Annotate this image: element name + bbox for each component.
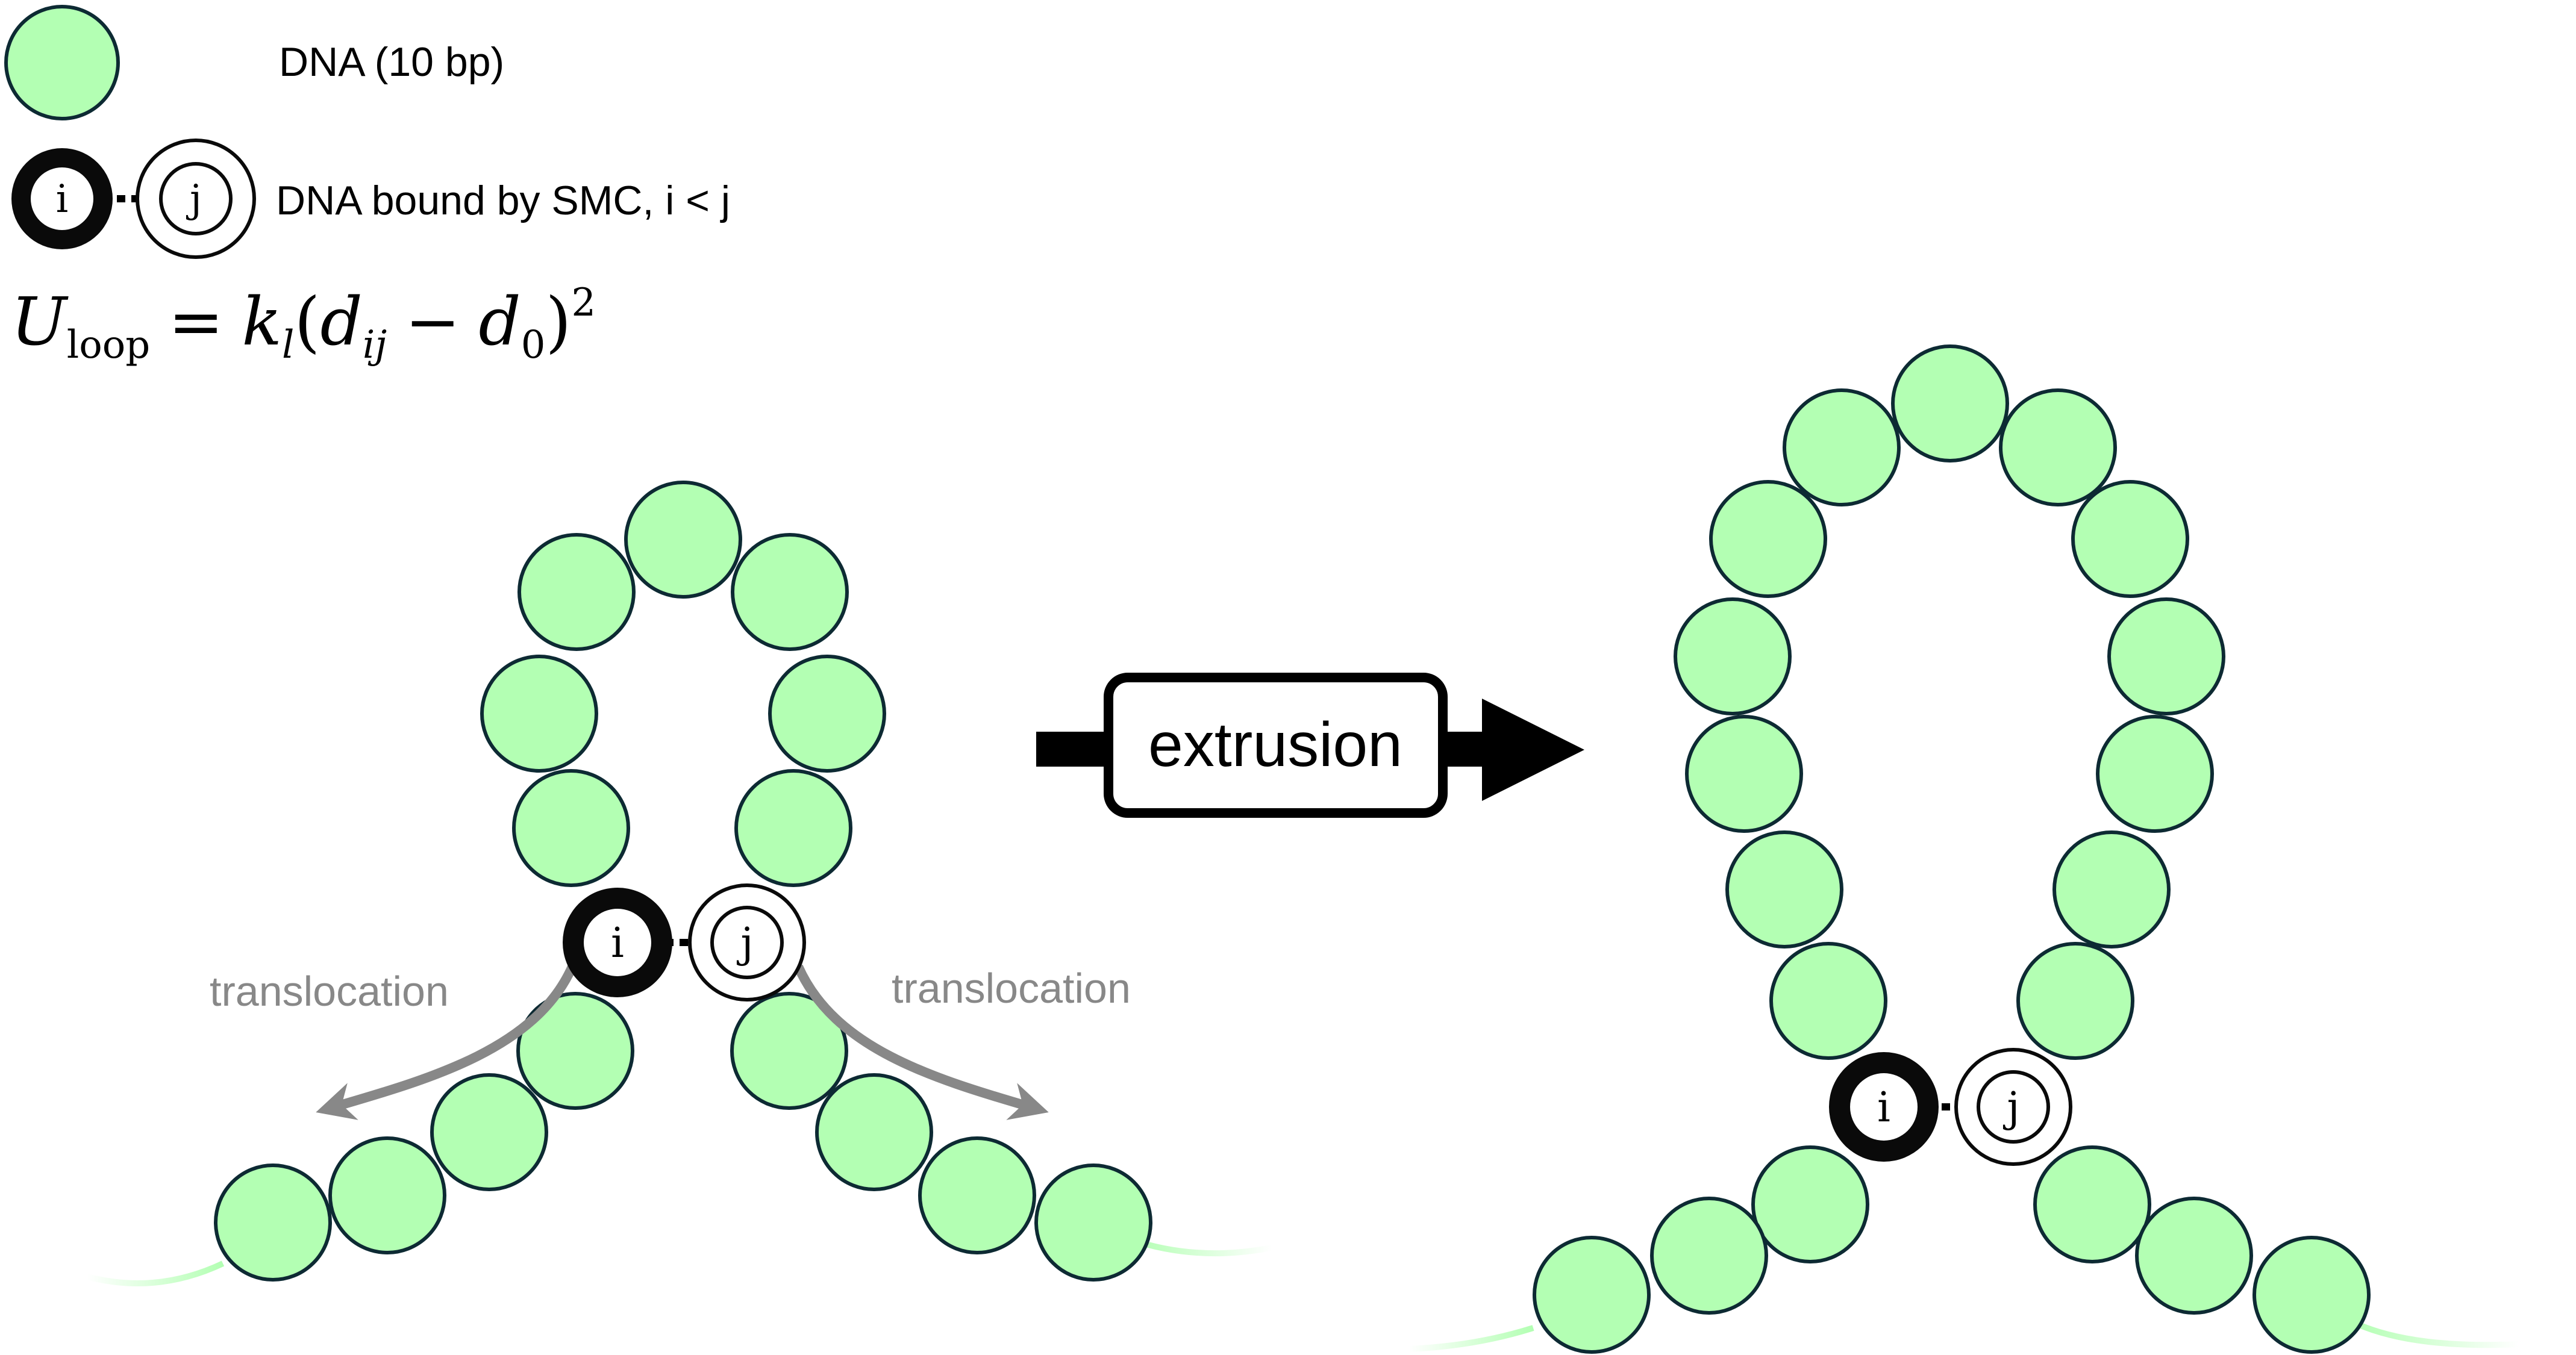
legend-i-symbol: i [56,177,68,222]
eq-U: U [11,283,69,360]
dna-bead [731,533,849,651]
dna-bead [918,1136,1036,1254]
dna-bead [1769,942,1887,1060]
dna-bead [512,769,630,887]
dna-bead [1709,480,1827,598]
translocation-arrow-left [316,964,577,1120]
eq-open: ( [295,283,320,360]
eq-equals: = [168,283,224,360]
eq-d-sub: ij [363,323,387,367]
dna-bead [214,1163,332,1282]
dna-bead [2135,1197,2253,1315]
smc-site-i-symbol: i [611,920,624,967]
initial-loop: translocation translocation i j [86,481,1272,1286]
dna-tail-right [2351,1319,2519,1348]
dna-bead [516,992,634,1110]
dna-bead [430,1073,548,1191]
eq-minus: − [405,283,460,360]
legend-i-inner [31,167,93,230]
eq-d0: d [478,283,521,360]
translocation-label-left: translocation [210,968,449,1015]
legend-smc-label: DNA bound by SMC, i < j [276,178,730,223]
dna-bead [517,533,636,651]
smc-pair-extruded: i j [1829,1048,2072,1166]
loop-potential-equation: Uloop=kl(dij−d0)2 [11,281,596,367]
dna-bead [1650,1197,1768,1315]
smc-site-j-inner [1977,1070,2050,1144]
legend-dna-label: DNA (10 bp) [279,39,504,85]
translocation-label-right: translocation [892,965,1131,1012]
legend-dna-bead [4,5,120,120]
smc-site-i-symbol: i [1877,1084,1890,1132]
eq-close: ) [545,283,571,360]
dna-bead [2071,480,2189,598]
extrusion-label-box [1104,673,1448,818]
dna-bead [480,655,598,773]
dna-bead [815,1073,933,1191]
translocation-arrow-right [793,964,1049,1120]
dna-bead [2016,942,2134,1060]
dna-bead [2096,715,2214,833]
dna-bead [768,655,886,773]
dna-bead [1725,830,1843,948]
dna-bead [1674,597,1792,715]
extrusion-arrow-head [1482,699,1584,801]
legend-j-inner [159,162,233,235]
dna-tail-right [1133,1238,1272,1257]
dna-bead [1533,1236,1651,1354]
dna-tail-left [1409,1325,1534,1352]
smc-pair-initial: i j [563,883,806,1001]
dna-bead [1685,715,1803,833]
eq-k: k [242,283,282,360]
smc-site-i-inner [584,909,651,976]
dna-bead [1751,1145,1869,1263]
legend: DNA (10 bp) i j DNA bound by SMC, i < j [4,5,730,259]
dna-bead [1891,344,2009,463]
eq-d0-sub: 0 [521,323,546,367]
dna-bead [2033,1145,2151,1263]
eq-k-sub: l [282,323,294,367]
dna-bead [1034,1163,1152,1282]
dna-bead [1783,388,1901,506]
dna-bead [730,992,848,1110]
extrusion-label: extrusion [1148,710,1402,780]
eq-power: 2 [571,281,596,325]
dna-bead [1999,388,2117,506]
dna-bead [2052,830,2171,948]
dna-bead [2252,1236,2371,1354]
dna-tail-left [86,1260,225,1286]
smc-site-j-inner [710,906,784,979]
eq-d: d [320,283,362,360]
smc-site-i-inner [1850,1073,1918,1141]
extruded-loop: i j [1409,344,2519,1354]
dna-bead [734,769,852,887]
dna-bead [2107,597,2225,715]
eq-U-sub: loop [67,323,151,367]
dna-bead [624,481,742,599]
dna-bead [328,1136,446,1254]
extrusion-arrow: extrusion [1036,673,1584,818]
legend-smc-pair: i j [11,139,256,259]
